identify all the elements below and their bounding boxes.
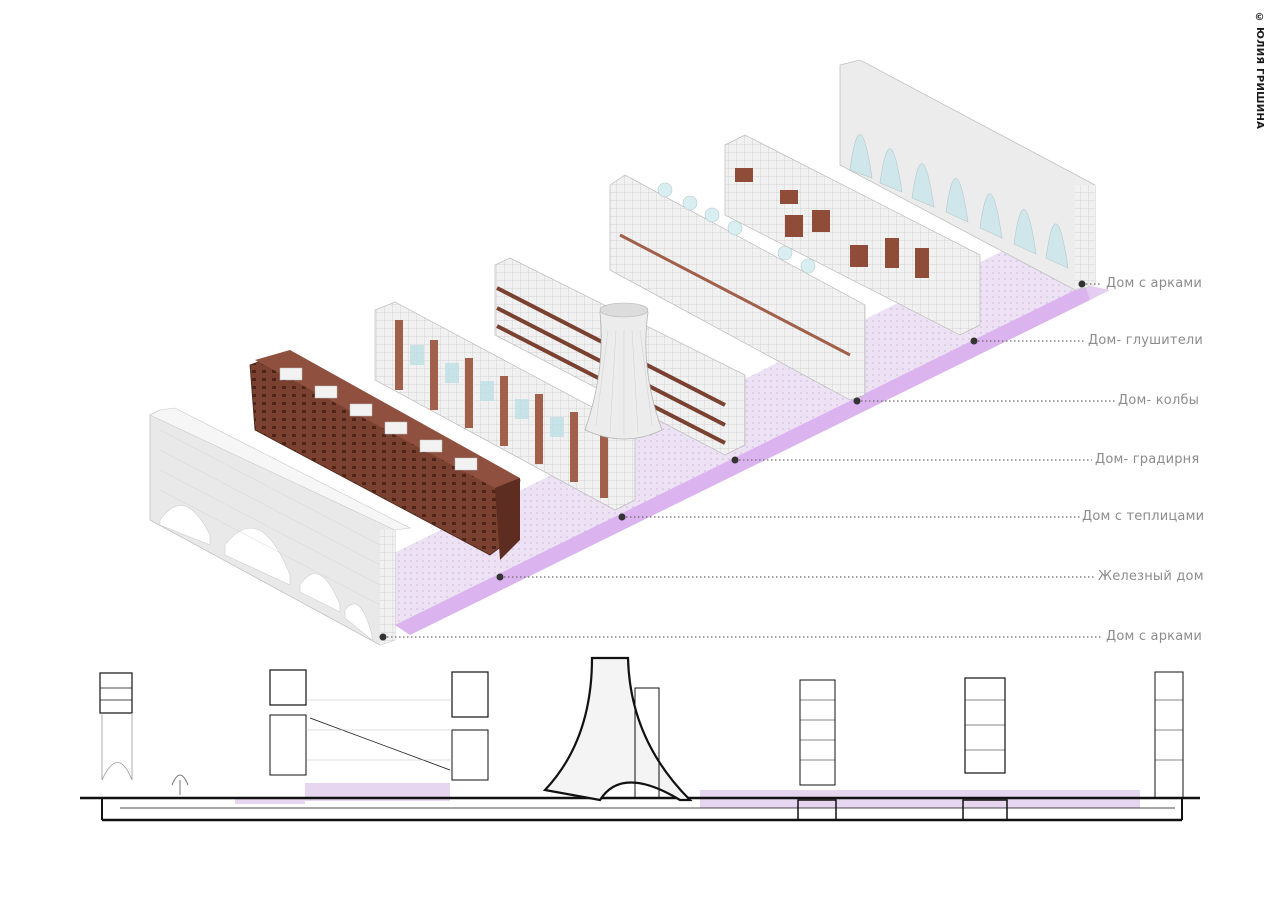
leader-dot-icon (1078, 280, 1086, 288)
label-cooling-tower-house: Дом- градирня (1095, 452, 1200, 467)
arch-house-back (839, 59, 1096, 291)
leader-dot-icon (496, 573, 504, 581)
iron-house (249, 350, 521, 560)
arch-house-front (149, 407, 411, 646)
leader-dot-icon (618, 513, 626, 521)
leader-dot-icon (853, 397, 861, 405)
label-arch-house-front: Дом с арками (1106, 629, 1203, 644)
cooling-tower (584, 302, 663, 440)
label-greenhouse-house: Дом с теплицами (1082, 509, 1205, 524)
greenhouse-house (374, 301, 636, 511)
section-drawing (80, 656, 1200, 822)
label-iron-house: Железный дом (1098, 569, 1204, 584)
leader-lines (383, 283, 1115, 638)
label-silencer-house: Дом- глушители (1088, 333, 1204, 348)
label-arch-house-back: Дом с арками (1106, 276, 1203, 291)
leader-dot-icon (379, 633, 387, 641)
silencer-house (724, 134, 981, 336)
leader-dot-icon (731, 456, 739, 464)
label-flask-house: Дом- колбы (1118, 393, 1200, 408)
flask-house (609, 174, 866, 401)
leader-dot-icon (970, 337, 978, 345)
author-credit: © ЮЛИЯ ГРИШИНА (1254, 12, 1265, 130)
leader-dots (379, 280, 1086, 641)
